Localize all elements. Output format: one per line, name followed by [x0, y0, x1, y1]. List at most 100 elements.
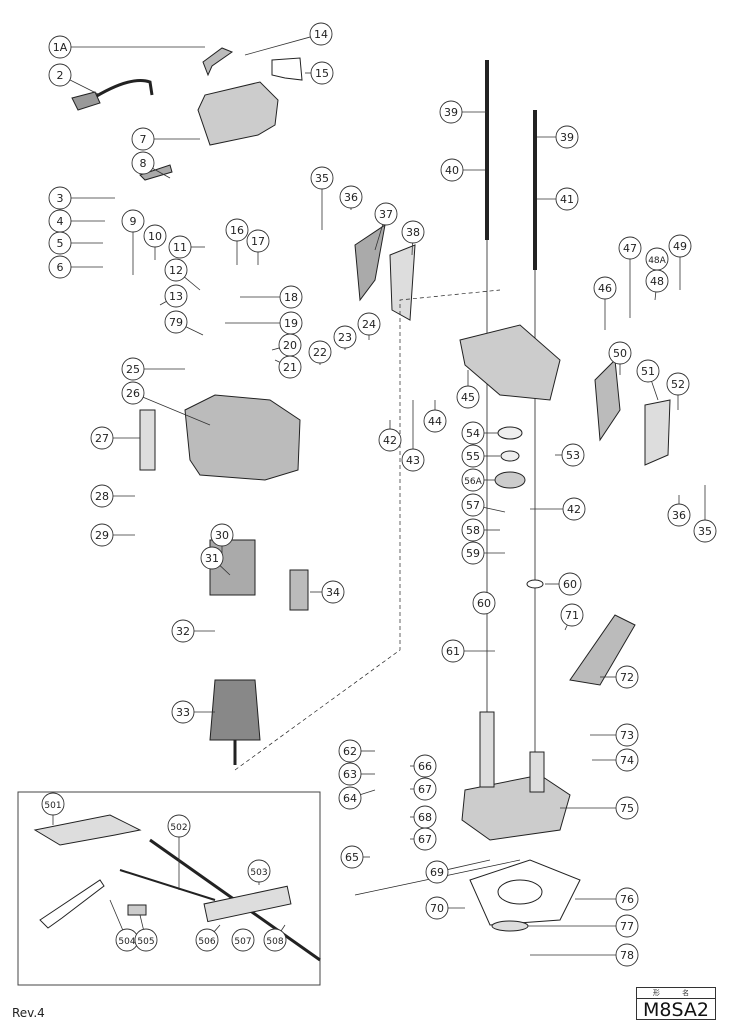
callout-label: 9: [130, 215, 137, 228]
parts-drawings: [17, 47, 671, 986]
callout-48: 48: [645, 269, 669, 301]
callout-circle: [310, 166, 334, 190]
callout-label: 43: [406, 454, 420, 467]
callout-label: 51: [641, 365, 655, 378]
callout-label: 76: [620, 893, 634, 906]
callout-62: 62: [338, 739, 375, 763]
callout-21: 21: [274, 355, 302, 379]
callout-label: 72: [620, 671, 634, 684]
callout-label: 50: [613, 347, 627, 360]
callout-506: 506: [195, 924, 221, 952]
wrench: [39, 879, 105, 929]
revision-label: Rev.4: [12, 1006, 45, 1020]
callout-circle: [461, 444, 485, 468]
callout-label: 30: [215, 529, 229, 542]
callout-label: 59: [466, 547, 480, 560]
side-knob-50: [594, 358, 621, 442]
callout-label: 75: [620, 802, 634, 815]
callout-label: 42: [567, 503, 581, 516]
callout-circle: [472, 591, 496, 615]
callout-circle: [615, 748, 639, 772]
callout-507: 507: [231, 928, 255, 952]
callout-505: 505: [134, 914, 158, 952]
callout-37: 37: [374, 202, 398, 251]
callout-circle: [441, 639, 465, 663]
callout-label: 63: [343, 768, 357, 781]
callout-42: 42: [378, 420, 402, 452]
callout-2: 2: [48, 63, 101, 96]
motor-cover: [197, 81, 279, 146]
guide-506: [203, 885, 292, 923]
callout-15: 15: [305, 61, 334, 85]
callout-label: 503: [250, 868, 267, 878]
callout-label: 38: [406, 226, 420, 239]
callout-circle: [338, 786, 362, 810]
callout-11: 11: [168, 235, 205, 259]
callout-32: 32: [171, 619, 215, 643]
callout-55: 55: [461, 444, 500, 468]
housing: [184, 394, 301, 481]
leader-line: [483, 506, 506, 513]
callout-circle: [308, 340, 332, 364]
callout-label: 62: [343, 745, 357, 758]
callout-label: 39: [560, 131, 574, 144]
callout-circle: [560, 603, 584, 627]
callout-circle: [425, 896, 449, 920]
callout-35: 35: [693, 485, 717, 543]
leader-line: [564, 624, 568, 631]
callout-label: 46: [598, 282, 612, 295]
callout-36: 36: [667, 495, 691, 527]
callout-circle: [338, 739, 362, 763]
callout-circle: [558, 572, 582, 596]
callout-label: 64: [343, 792, 357, 805]
callout-57: 57: [461, 493, 506, 517]
callout-circle: [309, 22, 333, 46]
callout-circle: [246, 229, 270, 253]
callout-39: 39: [537, 125, 579, 149]
callout-73: 73: [590, 723, 639, 747]
callout-label: 73: [620, 729, 634, 742]
callout-label: 21: [283, 361, 297, 374]
callout-label: 35: [698, 525, 712, 538]
callout-label: 3: [57, 192, 64, 205]
base: [461, 774, 571, 841]
callout-501: 501: [41, 792, 65, 825]
callout-circle: [90, 484, 114, 508]
callout-7: 7: [131, 127, 200, 151]
callout-label: 4: [57, 215, 64, 228]
leader-line: [651, 381, 659, 401]
callout-circle: [338, 762, 362, 786]
callout-label: 53: [566, 449, 580, 462]
cover-plate: [271, 57, 303, 81]
callout-74: 74: [592, 748, 639, 772]
model-name: M8SA2: [643, 999, 709, 1021]
callout-circle: [121, 357, 145, 381]
callout-label: 66: [418, 760, 432, 773]
callout-circle: [461, 468, 485, 492]
callout-circle: [48, 255, 72, 279]
callout-circle: [200, 546, 224, 570]
callout-label: 45: [461, 391, 475, 404]
callout-14: 14: [244, 22, 333, 56]
callout-label: 29: [95, 529, 109, 542]
callout-circle: [263, 928, 287, 952]
callout-69: 69: [425, 859, 491, 884]
callout-67: 67: [410, 827, 437, 851]
callout-circle: [461, 421, 485, 445]
callout-circle: [423, 409, 447, 433]
callout-18: 18: [240, 285, 303, 309]
callout-20: 20: [271, 333, 302, 357]
callout-label: 33: [176, 706, 190, 719]
callout-27: 27: [90, 426, 140, 450]
callout-label: 67: [418, 783, 432, 796]
callout-circle: [456, 385, 480, 409]
callout-label: 24: [362, 318, 376, 331]
callout-label: 52: [671, 378, 685, 391]
callout-circle: [615, 914, 639, 938]
callout-504: 504: [109, 899, 139, 952]
callout-label: 31: [205, 552, 219, 565]
callout-64: 64: [338, 786, 376, 810]
callout-40: 40: [440, 158, 485, 182]
